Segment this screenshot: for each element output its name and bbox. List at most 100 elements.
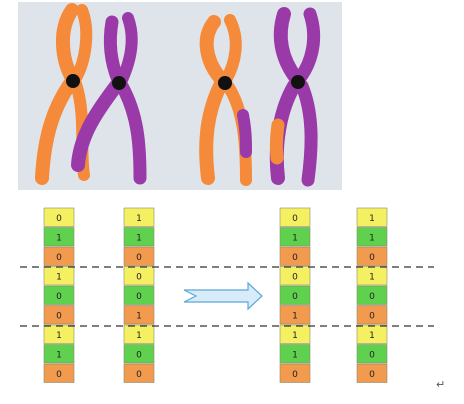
gene-value: 0 bbox=[369, 370, 375, 380]
gene-value: 0 bbox=[292, 214, 298, 224]
gene-cell-bg bbox=[279, 227, 311, 247]
gene-cell-bg bbox=[123, 324, 155, 344]
gene-strings: 0 1 0 1 0 0 1 1 0 1 1 0 0 0 1 1 0 0 0 1 0 0 0 1 1 1 0 1 1 0 1 0 0 1 0 0 bbox=[43, 207, 388, 383]
gene-cell-bg bbox=[279, 344, 311, 364]
gene-value: 0 bbox=[292, 292, 298, 302]
gene-value: 0 bbox=[292, 272, 298, 282]
gene-cell: 0 bbox=[279, 266, 311, 286]
centromere-4 bbox=[291, 75, 305, 89]
gene-cell-bg bbox=[356, 363, 388, 383]
gene-cell: 1 bbox=[356, 227, 388, 247]
gene-value: 0 bbox=[136, 292, 142, 302]
gene-value: 1 bbox=[56, 331, 62, 341]
gene-value: 1 bbox=[292, 311, 298, 321]
gene-value: 0 bbox=[136, 350, 142, 360]
gene-value: 1 bbox=[136, 214, 142, 224]
gene-cell-bg bbox=[356, 246, 388, 266]
gene-cell-bg bbox=[279, 285, 311, 305]
gene-cell: 0 bbox=[43, 363, 75, 383]
gene-value: 0 bbox=[136, 272, 142, 282]
gene-cell-bg bbox=[279, 305, 311, 325]
gene-cell: 1 bbox=[123, 207, 155, 227]
gene-cell: 0 bbox=[279, 207, 311, 227]
gene-cell: 1 bbox=[43, 227, 75, 247]
gene-value: 1 bbox=[292, 233, 298, 243]
gene-value: 0 bbox=[369, 311, 375, 321]
gene-value: 0 bbox=[56, 292, 62, 302]
gene-cell: 1 bbox=[279, 324, 311, 344]
gene-cell: 1 bbox=[356, 207, 388, 227]
gene-cell-bg bbox=[356, 344, 388, 364]
gene-string-child-2: 1 1 0 1 0 0 1 0 0 bbox=[356, 207, 388, 383]
gene-cell-bg bbox=[43, 207, 75, 227]
gene-cell-bg bbox=[356, 305, 388, 325]
gene-cell-bg bbox=[123, 246, 155, 266]
gene-cell: 0 bbox=[123, 246, 155, 266]
gene-string-child-1: 0 1 0 0 0 1 1 1 0 bbox=[279, 207, 311, 383]
gene-cell: 0 bbox=[43, 207, 75, 227]
gene-value: 0 bbox=[136, 253, 142, 263]
centromere-3 bbox=[218, 76, 232, 90]
gene-cell: 0 bbox=[123, 285, 155, 305]
gene-string-parent-1: 0 1 0 1 0 0 1 1 0 bbox=[43, 207, 75, 383]
gene-value: 0 bbox=[369, 292, 375, 302]
gene-cell-bg bbox=[356, 285, 388, 305]
gene-cell: 0 bbox=[123, 344, 155, 364]
gene-value: 0 bbox=[369, 253, 375, 263]
gene-cell: 0 bbox=[123, 266, 155, 286]
gene-value: 0 bbox=[369, 350, 375, 360]
gene-cell-bg bbox=[43, 227, 75, 247]
gene-cell: 0 bbox=[356, 363, 388, 383]
chromosome-purple-2 bbox=[269, 7, 321, 187]
gene-value: 0 bbox=[56, 311, 62, 321]
gene-cell: 1 bbox=[356, 266, 388, 286]
gene-cell-bg bbox=[279, 207, 311, 227]
gene-cell-bg bbox=[123, 285, 155, 305]
gene-cell: 1 bbox=[356, 324, 388, 344]
gene-value: 1 bbox=[56, 272, 62, 282]
gene-cell-bg bbox=[279, 324, 311, 344]
gene-cell: 1 bbox=[43, 324, 75, 344]
gene-value: 1 bbox=[136, 331, 142, 341]
gene-cell: 0 bbox=[279, 363, 311, 383]
gene-value: 0 bbox=[56, 370, 62, 380]
gene-cell: 1 bbox=[43, 266, 75, 286]
gene-value: 1 bbox=[136, 233, 142, 243]
gene-cell-bg bbox=[123, 363, 155, 383]
gene-value: 1 bbox=[292, 331, 298, 341]
gene-value: 1 bbox=[369, 233, 375, 243]
gene-string-parent-2: 1 1 0 0 0 1 1 0 0 bbox=[123, 207, 155, 383]
gene-cell: 0 bbox=[356, 305, 388, 325]
gene-cell: 1 bbox=[279, 305, 311, 325]
gene-cell-bg bbox=[123, 266, 155, 286]
gene-cell: 0 bbox=[356, 344, 388, 364]
gene-cell-bg bbox=[43, 305, 75, 325]
gene-cell: 0 bbox=[356, 285, 388, 305]
gene-cell-bg bbox=[279, 266, 311, 286]
gene-cell: 0 bbox=[43, 285, 75, 305]
gene-value: 1 bbox=[136, 311, 142, 321]
gene-cell: 1 bbox=[43, 344, 75, 364]
gene-value: 1 bbox=[292, 350, 298, 360]
gene-value: 0 bbox=[292, 370, 298, 380]
gene-cell-bg bbox=[43, 344, 75, 364]
gene-cell-bg bbox=[123, 305, 155, 325]
gene-cell-bg bbox=[356, 324, 388, 344]
gene-cell: 0 bbox=[123, 363, 155, 383]
gene-value: 0 bbox=[56, 214, 62, 224]
gene-cell-bg bbox=[123, 227, 155, 247]
gene-value: 0 bbox=[56, 253, 62, 263]
centromere-1 bbox=[66, 74, 80, 88]
gene-cell: 0 bbox=[279, 246, 311, 266]
gene-value: 1 bbox=[369, 331, 375, 341]
gene-cell-bg bbox=[43, 285, 75, 305]
gene-cell-bg bbox=[43, 246, 75, 266]
gene-cell-bg bbox=[123, 207, 155, 227]
centromere-2 bbox=[112, 76, 126, 90]
gene-cell: 0 bbox=[43, 246, 75, 266]
gene-cell: 0 bbox=[356, 246, 388, 266]
gene-cell-bg bbox=[123, 344, 155, 364]
gene-cell: 1 bbox=[123, 227, 155, 247]
gene-cell-bg bbox=[356, 227, 388, 247]
